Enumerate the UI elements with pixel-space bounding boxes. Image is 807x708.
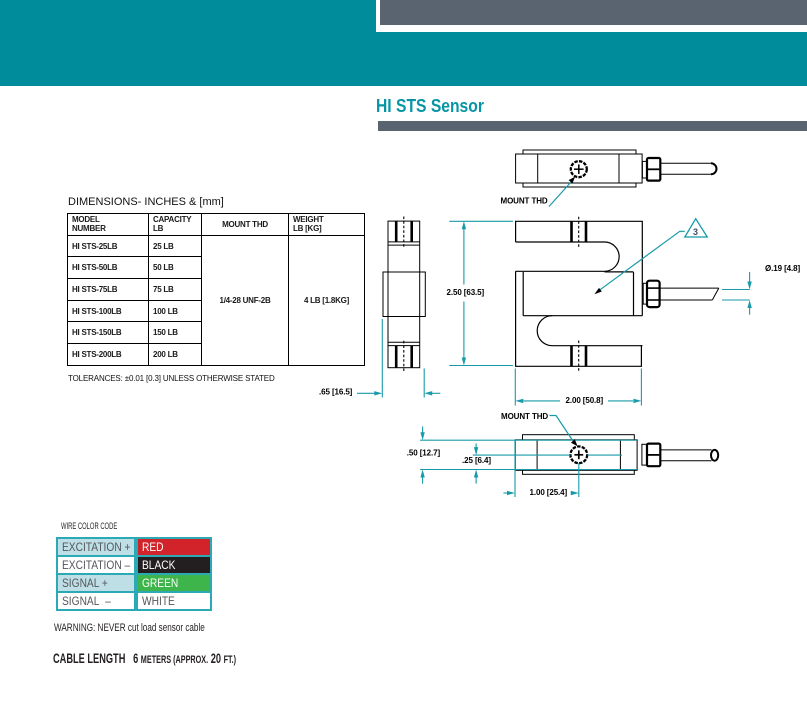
svg-text:.65 [16.5]: .65 [16.5] [319,387,353,396]
svg-text:3: 3 [693,227,698,237]
svg-text:MOUNT THD: MOUNT THD [501,412,548,421]
svg-text:MOUNT THD: MOUNT THD [501,197,548,206]
svg-text:2.50 [63.5]: 2.50 [63.5] [447,288,485,297]
svg-text:Ø.19 [4.8]: Ø.19 [4.8] [765,264,800,273]
svg-text:.25 [6.4]: .25 [6.4] [462,456,491,465]
svg-text:2.00 [50.8]: 2.00 [50.8] [566,396,604,405]
svg-text:.50 [12.7]: .50 [12.7] [407,448,441,457]
svg-text:1.00 [25.4]: 1.00 [25.4] [530,488,568,497]
